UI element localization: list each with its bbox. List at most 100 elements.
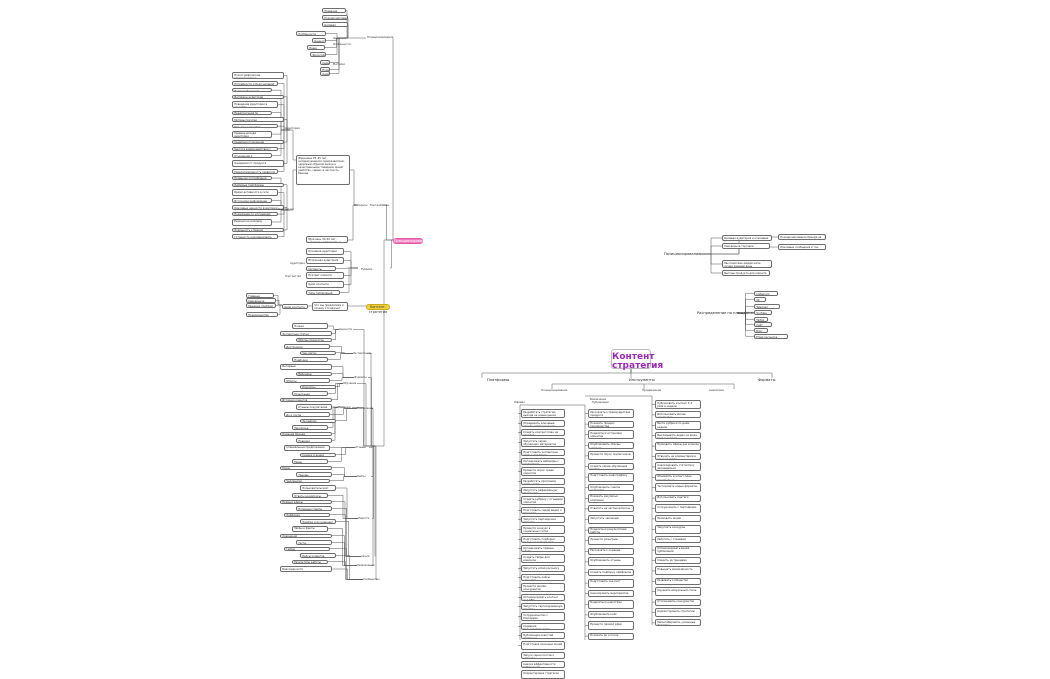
content-format-item[interactable]: Тесты	[296, 540, 332, 545]
task-item[interactable]: Корректировка стратегии	[521, 670, 565, 679]
schedule-item[interactable]: Использовать stories ежедневно	[655, 411, 701, 418]
publication-item[interactable]: Опубликовать отзывы	[588, 557, 634, 566]
content-format-item[interactable]: Ошибки и их решения	[300, 519, 336, 524]
content-format-item[interactable]: Прямые эфиры	[280, 500, 332, 505]
content-format-item[interactable]: До и после	[284, 412, 330, 417]
task-item[interactable]: Подготовить подборки полезных материалов	[521, 536, 565, 543]
platform-item[interactable]: Telegram	[754, 304, 780, 309]
task-item[interactable]: Подготовить кейсы клиентов	[521, 574, 565, 581]
platform-item[interactable]: Instagram	[754, 291, 778, 296]
audience-subitem[interactable]: Вторичная аудитория	[306, 257, 344, 264]
content-format-item[interactable]: Лайфхаки	[284, 513, 330, 518]
schedule-item[interactable]: Вести рубрики по дням недели	[655, 421, 701, 430]
content-format-item[interactable]: Тренды	[296, 472, 332, 477]
audience-item[interactable]: Готовность рекомендовать	[232, 234, 278, 239]
task-item[interactable]: Организовать вебинары с экспертами	[521, 458, 565, 465]
publication-item[interactable]: Рассказать о преимуществах продукта	[588, 409, 634, 418]
schedule-item[interactable]: Обновлять контент-план ежемесячно	[655, 474, 701, 481]
publication-item[interactable]: Поделиться новостями	[588, 600, 634, 609]
publication-item[interactable]: Показать закулисье компании	[588, 494, 634, 503]
platform-item[interactable]: Сайт	[754, 322, 772, 327]
content-format-item[interactable]: Новинки	[296, 438, 332, 443]
publication-item[interactable]: Ответить на частые вопросы	[588, 505, 634, 512]
content-format-item[interactable]: Обзоры продуктов	[296, 338, 332, 343]
schedule-item[interactable]: Повышать вовлечённость	[655, 566, 701, 575]
audience-item[interactable]: Семейное положение	[232, 140, 284, 145]
publication-item[interactable]: Поделиться результатами работы	[588, 527, 634, 534]
positioning-item-right[interactable]: Целевая аудитория и ключевые потребности…	[722, 235, 772, 241]
top-branch[interactable]: Платформы	[487, 378, 509, 382]
audience-item[interactable]: Барьеры к покупке	[232, 124, 278, 129]
schedule-item[interactable]: Тестировать новые форматы	[655, 483, 701, 492]
positioning-label[interactable]: Позиционирование	[664, 252, 701, 256]
content-format-item[interactable]: Гайды	[284, 547, 330, 552]
strategy-item[interactable]: Главные ценности	[246, 293, 274, 298]
content-format-item[interactable]: Специальные предложения	[284, 445, 330, 451]
task-item[interactable]: Провести анализ конкурентов	[521, 583, 565, 592]
schedule-item[interactable]: Следить за трендами	[655, 557, 701, 564]
content-strategy-root[interactable]: Контент стратегия	[611, 349, 651, 369]
schedule-item[interactable]: Запускать конкурсы	[655, 525, 701, 534]
content-format-item[interactable]: Ответы на вопросы	[292, 493, 328, 498]
content-format-item[interactable]: Пользовательский контент	[300, 485, 336, 491]
task-item[interactable]: Запустить email-рассылку	[521, 565, 565, 572]
positioning-item[interactable]: Целевая аудитория	[322, 22, 348, 27]
audience-item[interactable]: Ожидания от продукта	[232, 160, 284, 167]
publication-item[interactable]: Создать подборку лайфхаков	[588, 569, 634, 576]
audience-item[interactable]: Демографические характеристики	[232, 88, 272, 93]
positioning-item-right[interactable]: Выгоды продукта для клиента	[722, 270, 770, 276]
strategy-item[interactable]: Уникальное предложение	[246, 298, 276, 303]
content-format-item[interactable]: Закулисье производства	[292, 425, 328, 430]
content-format-item[interactable]: Розыгрыши	[292, 391, 328, 396]
content-format-item[interactable]: Подборки	[292, 357, 328, 362]
content-format-item[interactable]: Челленджи	[284, 479, 330, 484]
schedule-item[interactable]: Работать с отзывами	[655, 536, 701, 543]
content-format-item[interactable]: Полезные советы	[296, 506, 332, 511]
task-item[interactable]: Запустить партнёрские проекты	[521, 516, 565, 523]
content-format-item[interactable]: Польза	[292, 323, 328, 329]
platform-item[interactable]: TikTok	[754, 317, 768, 322]
strategy-item[interactable]: Решение проблем клиента	[246, 303, 276, 308]
task-item[interactable]: Создать гайды для новичков	[521, 554, 565, 563]
content-format-item[interactable]: Результаты работы	[292, 560, 328, 565]
task-item[interactable]: Подготовить серию видео о продукте	[521, 507, 565, 514]
publication-item[interactable]: Подготовить чек-лист	[588, 579, 634, 588]
content-format-item[interactable]: Отзывы покупателей	[296, 404, 332, 410]
task-item[interactable]: Провести конкурс в социальных сетях	[521, 525, 565, 534]
task-item[interactable]: Разработать программу лояльности	[521, 478, 565, 485]
audience-item[interactable]: Пожелания по улучшению	[232, 212, 278, 217]
schedule-item[interactable]: Развивать сообщество	[655, 578, 701, 585]
schedule-item[interactable]: Публиковать контент 3–4 раза в неделю	[655, 400, 701, 409]
schedule-item[interactable]: Проводить эфиры раз в месяц	[655, 442, 701, 451]
content-format-item[interactable]: Команда бренда	[280, 432, 332, 437]
publication-item[interactable]: Анонсировать мероприятие	[588, 590, 634, 597]
positioning-item[interactable]: Особенности продукта	[296, 31, 326, 36]
content-format-item[interactable]: Конкурсы	[300, 385, 336, 390]
schedule-item[interactable]: Анализировать статистику еженедельно	[655, 462, 701, 471]
content-format-item[interactable]: Мемы	[292, 459, 328, 464]
publication-item[interactable]: Показать процесс производства	[588, 421, 634, 428]
audience-item[interactable]: Любимые платформы	[232, 183, 284, 188]
schedule-item[interactable]: Оптимизировать время публикаций	[655, 546, 701, 555]
positioning-item[interactable]: Ценности	[312, 38, 326, 43]
positioning-item[interactable]: Позиционирование	[322, 15, 348, 20]
task-item[interactable]: Запуск серии постов о команде	[521, 652, 565, 659]
hub-content-strategy[interactable]: Контент-стратегия	[366, 304, 390, 310]
schedule-item[interactable]: Выкладывать видео не реже раза в неделю	[655, 432, 701, 439]
content-format-item[interactable]: За кадром	[300, 419, 336, 424]
publication-item[interactable]: Провести опрос подписчиков	[588, 451, 634, 460]
strategy-group[interactable]: Цели контента	[282, 304, 308, 309]
audience-subitem[interactable]: Основная аудитория	[306, 248, 344, 255]
audience-subitem[interactable]: Типы публикаций	[306, 290, 340, 295]
publication-item[interactable]: Поделиться историями клиентов	[588, 430, 634, 439]
task-item[interactable]: Создать рубрику с отзывами клиентов	[521, 496, 565, 505]
schedule-item[interactable]: Корректировать стратегию	[655, 608, 701, 617]
publication-item[interactable]: Показать до и после	[588, 633, 634, 640]
audience-item[interactable]: Потребности и боли целевой аудитории	[232, 81, 278, 86]
top-branch[interactable]: Форматы	[758, 378, 775, 382]
content-format-item[interactable]: Кейсы клиентов	[300, 553, 336, 558]
audience-item[interactable]: Удовлетворённость сервисом	[232, 169, 278, 174]
task-item[interactable]: Подготовить экспертные статьи для блога	[521, 449, 565, 456]
task-item[interactable]: Создание пользовательского контента	[521, 623, 565, 630]
publication-item[interactable]: Создать серию обучающих постов	[588, 463, 634, 470]
